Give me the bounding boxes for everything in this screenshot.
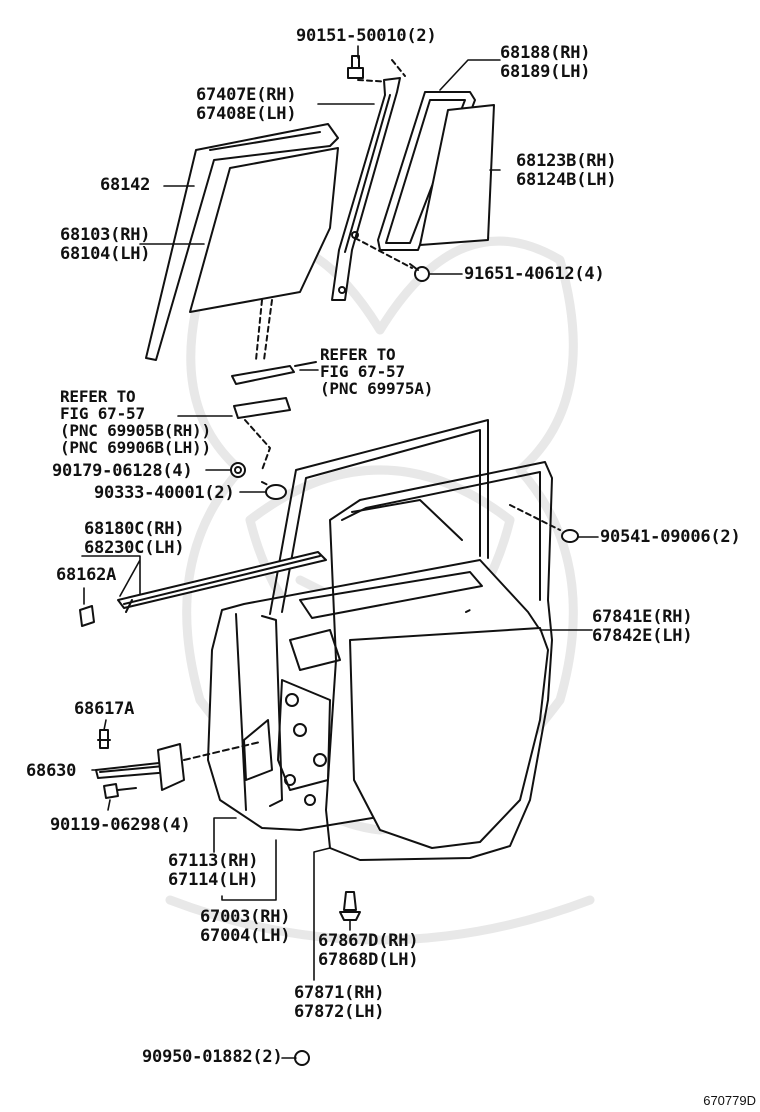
callout-screw-frame: 91651-40612(4) [464,265,605,284]
part-number: 91651-40612(4) [464,264,605,284]
part-number: 90119-06298(4) [50,815,191,835]
callout-weatherstrip-body: 67871(RH) 67872(LH) [294,983,385,1022]
door-check-icon [95,741,261,791]
nut-icon [230,462,246,478]
quarter-glass-icon [419,104,495,246]
part-number-lh: 67872(LH) [294,1002,385,1022]
callout-ref-regulator-a: REFER TO FIG 67-57 (PNC 69975A) [320,346,433,397]
part-number-lh: 67842E(LH) [592,626,693,646]
door-sash-icon [269,419,489,615]
clip-icon [561,529,579,543]
part-number-rh: 68180C(RH) [84,519,185,539]
callout-door-panel: 67003(RH) 67004(LH) [200,907,291,946]
part-number-rh: 67871(RH) [294,983,385,1003]
ref-text: REFER TO [320,345,396,364]
part-number: 90950-01882(2) [142,1047,283,1067]
belt-molding-icon [117,551,327,609]
callout-clip-weatherstrip: 67867D(RH) 67868D(LH) [318,931,419,970]
callout-door-check: 68630 [26,762,76,781]
center-run-channel-icon [331,77,401,301]
part-number: 90541-09006(2) [600,527,741,547]
callout-bolt-top: 90151-50010(2) [296,27,437,46]
check-bolt-b-icon [103,783,137,799]
part-number-rh: 68188(RH) [500,43,591,63]
part-number-rh: 67003(RH) [200,907,291,927]
part-number-lh: 67868D(LH) [318,950,419,970]
molding-clip-icon [79,605,95,627]
ref-pnc: (PNC 69975A) [320,379,434,398]
part-number: 68630 [26,761,77,781]
door-glass-icon [189,147,339,313]
part-number-rh: 67867D(RH) [318,931,419,951]
part-number: 68162A [56,565,117,585]
callout-check-bolt: 68617A [74,700,134,719]
run-channel-icon [145,123,339,361]
callout-hole-plug: 90333-40001(2) [94,484,235,503]
regulator-channel-a-icon [231,365,295,385]
part-number-lh: 68189(LH) [500,62,591,82]
regulator-channel-b-icon [233,397,291,419]
callout-plug-bottom: 90950-01882(2) [142,1048,283,1067]
part-number-rh: 67841E(RH) [592,607,693,627]
part-number-lh: 67408E(LH) [196,104,297,124]
part-number: 90333-40001(2) [94,483,235,503]
hole-plug-icon [265,484,287,500]
callout-frame-rear-glass: 68188(RH) 68189(LH) [500,43,591,82]
callout-quarter-glass: 68123B(RH) 68124B(LH) [516,151,617,190]
callout-run-channel-center: 67407E(RH) 67408E(LH) [196,85,297,124]
bolt-icon [347,55,364,79]
part-number-lh: 68104(LH) [60,244,151,264]
part-number-rh: 68103(RH) [60,225,151,245]
part-number-lh: 67004(LH) [200,926,291,946]
ref-text: REFER TO [60,387,136,406]
bottom-plug-icon [294,1050,310,1066]
part-number: 90151-50010(2) [296,26,437,46]
diagram-id: 670779D [703,1093,756,1108]
callout-clip-right: 90541-09006(2) [600,528,741,547]
part-number-rh: 67407E(RH) [196,85,297,105]
callout-clip-molding: 68162A [56,566,116,585]
part-number-lh: 67114(LH) [168,870,259,890]
callout-belt-molding: 68180C(RH) 68230C(LH) [84,519,185,558]
part-number: 68617A [74,699,135,719]
weatherstrip-clip-icon [339,891,361,921]
check-bolt-icon [97,729,111,749]
callout-nut: 90179-06128(4) [52,462,193,481]
ref-pnc-lh: (PNC 69906B(LH)) [60,438,211,457]
callout-weatherstrip-door: 67841E(RH) 67842E(LH) [592,607,693,646]
screw-icon [409,263,430,282]
ref-figure: FIG 67-57 [320,362,405,381]
weatherstrip-icon [325,461,553,861]
leader-lines [81,45,599,1059]
part-number: 90179-06128(4) [52,461,193,481]
part-number-lh: 68230C(LH) [84,538,185,558]
callout-door-glass: 68103(RH) 68104(LH) [60,225,151,264]
ref-figure: FIG 67-57 [60,404,145,423]
callout-hinge: 67113(RH) 67114(LH) [168,851,259,890]
part-number-rh: 68123B(RH) [516,151,617,171]
ref-pnc-rh: (PNC 69905B(RH)) [60,421,211,440]
part-number-rh: 67113(RH) [168,851,259,871]
part-number: 68142 [100,175,151,195]
callout-ref-regulator-b: REFER TO FIG 67-57 (PNC 69905B(RH)) (PNC… [60,388,211,456]
door-trim-icon [349,627,549,849]
callout-check-bolt-b: 90119-06298(4) [50,816,191,835]
part-number-lh: 68124B(LH) [516,170,617,190]
callout-run-channel: 68142 [100,176,150,195]
